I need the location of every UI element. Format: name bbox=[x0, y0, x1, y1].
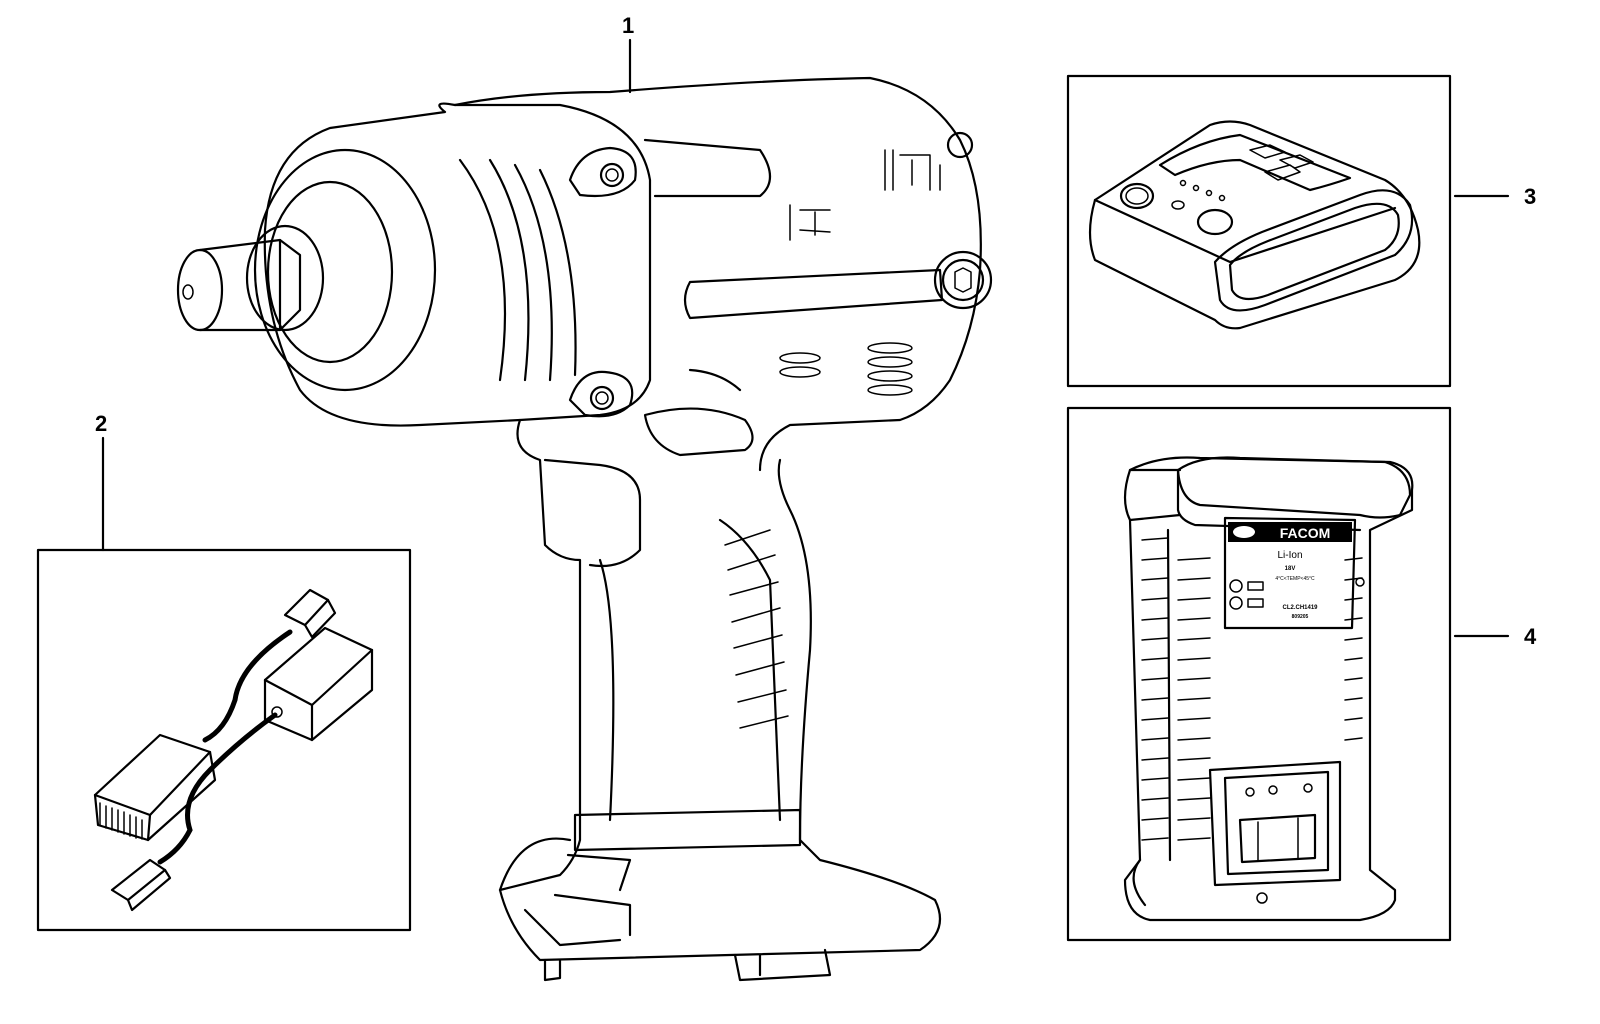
handle bbox=[498, 418, 942, 962]
charger-temp-range: 4°C<TEMP<45°C bbox=[1275, 576, 1315, 582]
charger-brand: FACOM bbox=[1280, 525, 1331, 541]
trigger bbox=[643, 407, 754, 457]
charger-code: 809205 bbox=[1292, 614, 1309, 620]
gear-housing bbox=[263, 102, 652, 427]
battery-pack-icon: 3 bbox=[1066, 74, 1536, 388]
charger-dock bbox=[1208, 760, 1342, 887]
part2-box bbox=[36, 548, 412, 932]
callout-1: 1 bbox=[622, 13, 634, 38]
callout-3: 3 bbox=[1524, 184, 1536, 209]
part3-box bbox=[1066, 74, 1452, 388]
charger-label-panel bbox=[1223, 516, 1357, 630]
impact-wrench-icon: 1 bbox=[176, 13, 993, 982]
part4-box bbox=[1066, 406, 1452, 942]
charger-icon: 4 FACOM Li-Ion 18V 4°C<TEMP<45°C CL2.CH1… bbox=[1066, 406, 1537, 942]
callout-4: 4 bbox=[1524, 624, 1537, 649]
charger-voltage: 18V bbox=[1285, 566, 1296, 572]
charger-model: CL2.CH1419 bbox=[1282, 605, 1318, 611]
callout-2: 2 bbox=[95, 411, 107, 436]
carbon-brush-icon: 2 bbox=[36, 411, 412, 932]
charger-brand-bar bbox=[1228, 522, 1352, 542]
motor-housing bbox=[453, 76, 982, 472]
charger-chemistry: Li-Ion bbox=[1277, 550, 1302, 561]
